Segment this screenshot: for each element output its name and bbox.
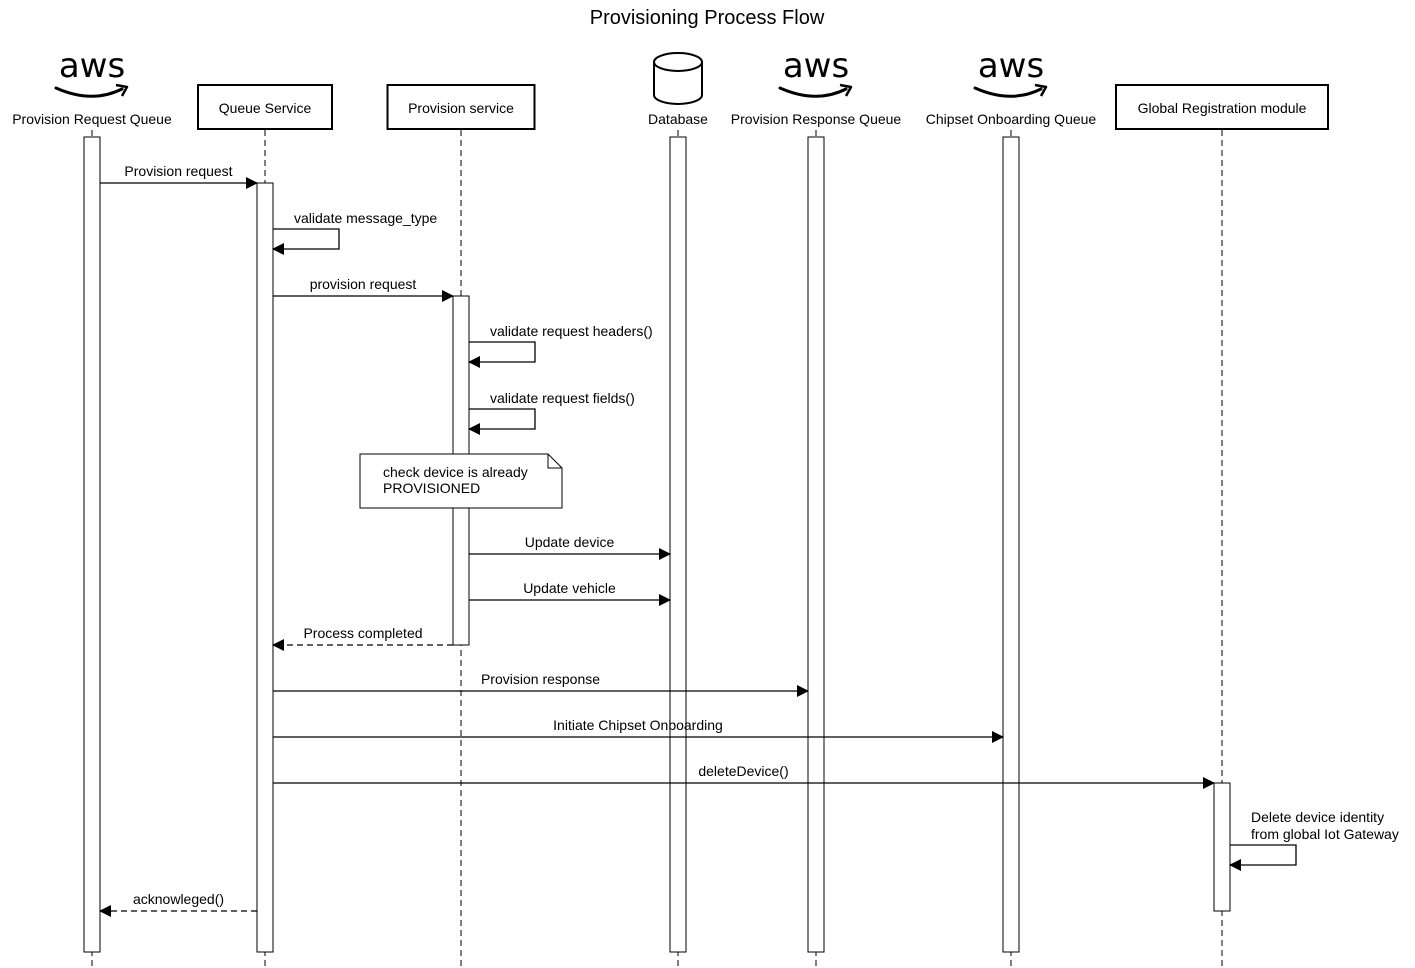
message-label: validate request headers()	[490, 323, 653, 339]
activation-provision-response-queue	[807, 136, 825, 953]
note-fold-icon	[547, 454, 562, 469]
activation-provision-request-queue	[83, 136, 101, 953]
participant-label: Global Registration module	[1138, 100, 1307, 116]
participant-box	[197, 84, 333, 130]
message-label: Provision request	[124, 163, 232, 179]
activation-chipset-onboarding-queue	[1002, 136, 1020, 953]
aws-logo-text: aws	[978, 46, 1044, 86]
message-label: Update device	[525, 534, 615, 550]
message-9: Initiate Chipset Onboarding	[273, 717, 1004, 743]
participant-box	[386, 84, 536, 130]
message-0: Provision request	[100, 163, 258, 189]
aws-logo-icon: aws	[973, 46, 1048, 98]
message-label: Initiate Chipset Onboarding	[553, 717, 723, 733]
participant-label: Database	[648, 111, 708, 127]
activation-database	[669, 136, 687, 953]
participant-label: Provision service	[408, 100, 514, 116]
message-label: Process completed	[303, 625, 422, 641]
participant-grm: Global Registration module	[1115, 84, 1329, 130]
message-10: deleteDevice()	[273, 763, 1215, 789]
message-12: acknowleged()	[99, 891, 257, 917]
aws-logo-icon: aws	[54, 46, 129, 98]
note-shape	[359, 453, 563, 509]
aws-smile-arrow-icon	[1034, 83, 1048, 97]
participant-label: Provision Response Queue	[731, 111, 902, 127]
message-2: provision request	[273, 276, 454, 302]
participant-label: Chipset Onboarding Queue	[926, 111, 1097, 127]
message-3: validate request headers()	[468, 323, 653, 368]
participant-ps: Provision service	[386, 84, 536, 130]
message-label: deleteDevice()	[698, 763, 788, 779]
message-8: Provision response	[273, 671, 809, 697]
message-label: acknowleged()	[133, 891, 224, 907]
participant-box	[1115, 84, 1329, 130]
message-arrow	[468, 408, 536, 435]
message-1: validate message_type	[272, 210, 437, 255]
aws-smile-arrow-icon	[839, 83, 853, 97]
aws-logo-text: aws	[59, 46, 125, 86]
aws-smile-arrow-icon	[115, 83, 129, 97]
message-5: Update device	[469, 534, 671, 560]
message-label: validate request fields()	[490, 390, 635, 406]
message-label: validate message_type	[294, 210, 437, 226]
message-label: Provision response	[481, 671, 600, 687]
aws-logo-icon: aws	[778, 46, 853, 98]
participant-db: Database	[648, 52, 708, 127]
activation-queue-service	[256, 182, 274, 953]
diagram-title: Provisioning Process Flow	[590, 7, 825, 29]
participant-label: Queue Service	[219, 100, 312, 116]
aws-smile-icon	[778, 86, 848, 98]
participant-label: Provision Request Queue	[12, 111, 172, 127]
message-6: Update vehicle	[469, 580, 671, 606]
message-4: validate request fields()	[468, 390, 635, 435]
aws-smile-icon	[54, 86, 124, 98]
activation-global-registration-module	[1213, 782, 1231, 912]
participant-qs: Queue Service	[197, 84, 333, 130]
aws-logo-text: aws	[783, 46, 849, 86]
aws-smile-icon	[973, 86, 1043, 98]
message-arrow	[272, 228, 340, 255]
message-arrow	[1229, 844, 1297, 871]
message-label: provision request	[310, 276, 417, 292]
message-label: Update vehicle	[523, 580, 616, 596]
message-7: Process completed	[272, 625, 453, 651]
database-icon	[653, 52, 703, 105]
message-arrow	[468, 341, 536, 368]
